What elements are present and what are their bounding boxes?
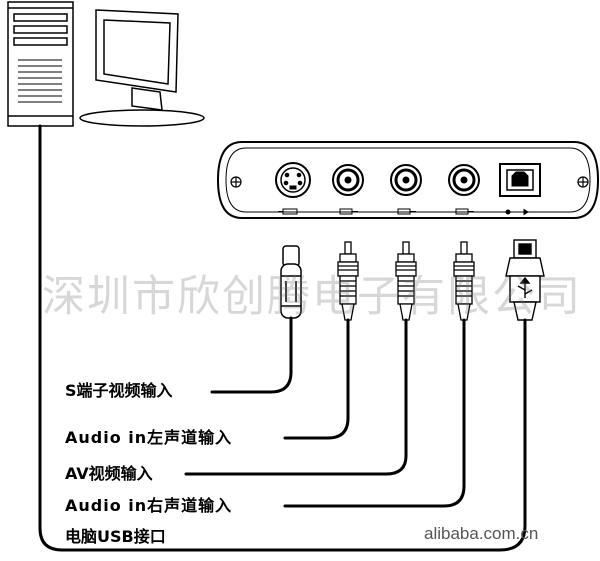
label-pc-usb-port: 电脑USB接口 — [65, 527, 166, 546]
rca-plug-audio-left-icon — [337, 241, 359, 321]
rca-plug-audio-right-icon — [453, 241, 475, 321]
rca-plug-video-icon — [395, 241, 417, 321]
pc-tower-icon — [7, 1, 74, 127]
rca-port-audio-left-icon — [332, 164, 364, 196]
company-watermark: 深圳市欣创腾电子有限公司 — [42, 272, 582, 322]
usb-plug-icon — [505, 239, 545, 321]
cable-audio-left — [283, 318, 350, 440]
cables — [38, 124, 527, 552]
cable-audio-right — [283, 318, 466, 508]
label-audio-right-input: Audio in右声道输入 — [65, 496, 233, 515]
port-symbols — [278, 208, 529, 216]
cable-s-video — [210, 316, 293, 394]
cable-usb — [38, 124, 527, 552]
site-watermark: alibaba.com.cn — [424, 524, 539, 543]
label-s-video-input: S端子视频输入 — [65, 381, 173, 400]
rca-port-video-icon — [390, 164, 422, 196]
screw-right-icon — [577, 176, 589, 188]
label-av-video-input: AV视频输入 — [65, 464, 153, 483]
label-audio-left-input: Audio in左声道输入 — [65, 428, 233, 447]
monitor-icon — [79, 9, 205, 127]
rca-port-audio-right-icon — [448, 164, 480, 196]
s-video-plug-icon — [280, 245, 302, 319]
cable-av-video — [184, 318, 408, 476]
screw-left-icon — [230, 176, 242, 188]
device-panel — [216, 141, 600, 219]
usb-b-port-icon — [499, 163, 541, 197]
s-video-port-icon — [275, 162, 311, 198]
